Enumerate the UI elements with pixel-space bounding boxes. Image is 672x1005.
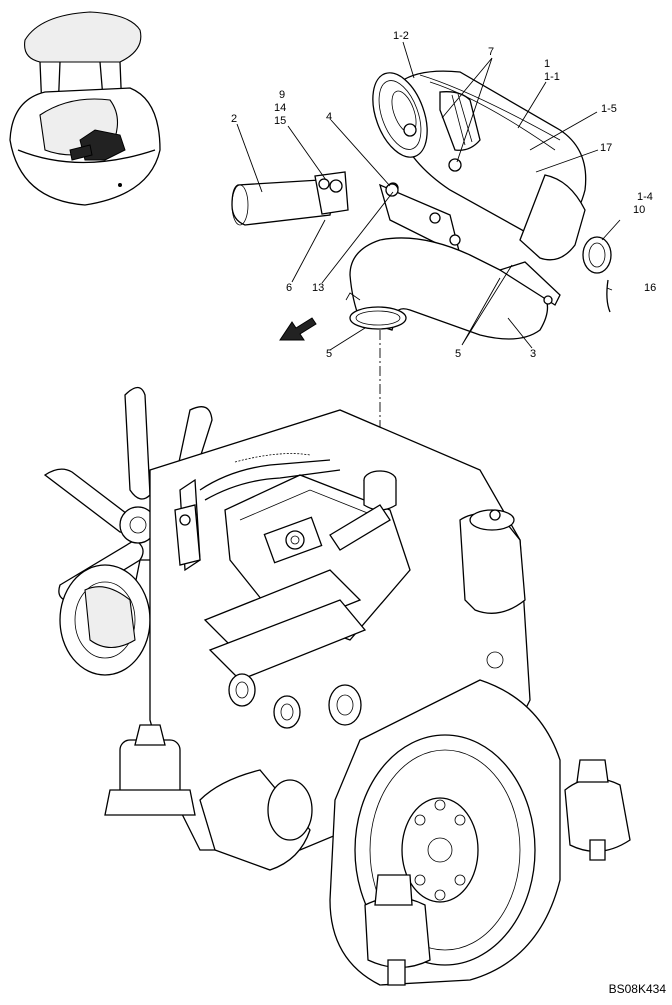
label-7: 7 [488, 46, 494, 58]
engine-assembly [43, 386, 631, 986]
label-4: 4 [326, 111, 332, 123]
label-15: 15 [274, 115, 286, 127]
label-6: 6 [286, 282, 292, 294]
label-1-1: 1-1 [544, 71, 560, 83]
label-1-2: 1-2 [393, 30, 409, 42]
label-1-4: 1-4 [637, 191, 653, 203]
label-16: 16 [644, 282, 656, 294]
air-cleaner-assembly [231, 70, 612, 340]
drawing-code: BS08K434 [608, 982, 666, 996]
engine-mount-right [564, 759, 631, 861]
label-1-5: 1-5 [601, 103, 617, 115]
label-10: 10 [633, 204, 645, 216]
label-13: 13 [312, 282, 324, 294]
label-9: 9 [279, 89, 285, 101]
label-3: 3 [530, 348, 536, 360]
engine-mount-front [104, 724, 196, 816]
arrow-left-down-icon [279, 317, 317, 341]
callout-labels: 1-2 7 1 1-1 1-5 17 9 14 15 2 4 1-4 10 16… [231, 30, 656, 360]
label-17: 17 [600, 142, 612, 154]
engine-mount-rear [364, 874, 431, 986]
label-2: 2 [231, 113, 237, 125]
excavator-locator-icon [9, 11, 161, 206]
label-5-left: 5 [326, 348, 332, 360]
label-14: 14 [274, 102, 286, 114]
label-1: 1 [544, 58, 550, 70]
label-5-right: 5 [455, 348, 461, 360]
leader-lines [236, 41, 621, 351]
